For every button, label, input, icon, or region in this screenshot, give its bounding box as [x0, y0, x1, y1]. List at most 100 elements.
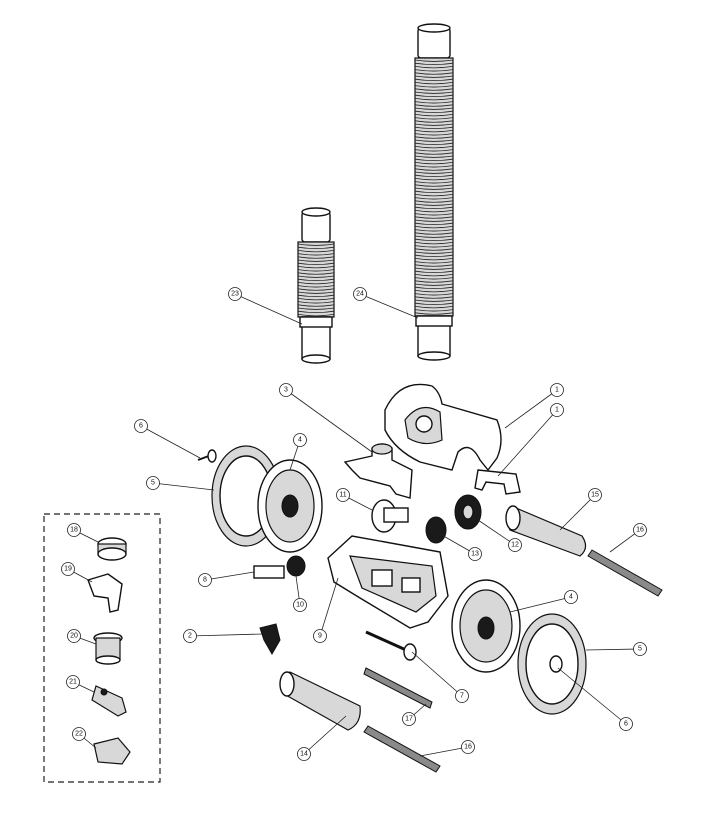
- axle-pin-left: [197, 449, 217, 463]
- callout-3: 3: [279, 383, 293, 397]
- hose-rib: [414, 152, 454, 155]
- callout-number: 19: [64, 566, 72, 573]
- callout-circle: [508, 538, 522, 552]
- wheel-right: [517, 613, 587, 715]
- hose-rib: [297, 278, 335, 282]
- hose-rib: [297, 250, 335, 253]
- callout-4: 4: [564, 590, 578, 604]
- callout-circle: [72, 727, 86, 741]
- hose-rib: [414, 299, 454, 302]
- hose-rib: [414, 264, 454, 267]
- hose-rib: [414, 267, 454, 270]
- callout-circle: [228, 287, 242, 301]
- leader-line-1: [504, 389, 558, 429]
- hose-rib: [297, 259, 335, 262]
- callout-4: 4: [293, 433, 307, 447]
- main-body: [327, 535, 449, 629]
- callout-number: 4: [569, 594, 573, 601]
- hose-rib: [414, 197, 454, 200]
- hose-rib: [414, 213, 454, 216]
- hose-rib: [297, 256, 335, 259]
- hose-rib: [414, 168, 454, 171]
- hose-rib: [414, 174, 454, 178]
- callout-2: 2: [183, 629, 197, 643]
- callout-number: 21: [69, 679, 77, 686]
- hose-rib: [414, 117, 454, 120]
- callout-number: 9: [318, 633, 322, 640]
- leader-line-4: [509, 596, 572, 613]
- hose-rib: [297, 275, 335, 278]
- callout-16: 16: [633, 523, 647, 537]
- hose-rib: [414, 226, 454, 229]
- callout-circle: [293, 433, 307, 447]
- hose-rib: [414, 136, 454, 139]
- callout-21: 21: [66, 675, 80, 689]
- accessory-20: [93, 632, 123, 665]
- hose-rib: [297, 266, 335, 269]
- hose-rib: [414, 206, 454, 210]
- hose-rib: [414, 181, 454, 184]
- hose-rib: [414, 171, 454, 174]
- callout-number: 1: [555, 387, 559, 394]
- callout-circle: [461, 740, 475, 754]
- callout-circle: [183, 629, 197, 643]
- callout-number: 4: [298, 437, 302, 444]
- hose-rib: [414, 133, 454, 136]
- callout-circle: [402, 712, 416, 726]
- hose-rib: [414, 203, 454, 206]
- callout-20: 20: [67, 629, 81, 643]
- hose-rib: [414, 283, 454, 286]
- track-strip-right: [587, 549, 663, 597]
- callout-12: 12: [508, 538, 522, 552]
- callout-5: 5: [633, 642, 647, 656]
- callout-circle: [313, 629, 327, 643]
- accessory-box: [43, 513, 161, 783]
- callout-15: 15: [588, 488, 602, 502]
- side-bracket: [259, 623, 281, 656]
- hose-rib: [414, 306, 454, 309]
- hose-rib: [414, 210, 454, 213]
- hose-rib: [414, 98, 454, 101]
- hose-rib: [414, 75, 454, 78]
- callout-circle: [134, 419, 148, 433]
- callout-number: 24: [356, 291, 364, 298]
- hose-rib: [414, 165, 454, 168]
- leader-line-5: [585, 648, 641, 651]
- leader-line-15: [559, 494, 596, 531]
- callout-circle: [66, 675, 80, 689]
- callout-number: 7: [460, 693, 464, 700]
- hose-rib: [297, 291, 335, 294]
- hose-rib: [414, 229, 454, 232]
- hose-rib: [414, 123, 454, 126]
- callout-number: 12: [511, 542, 519, 549]
- hose-rib: [297, 310, 335, 314]
- hose-rib: [414, 219, 454, 222]
- hose-rib: [297, 243, 335, 246]
- hose-rib: [414, 200, 454, 203]
- accessory-22: [93, 737, 131, 765]
- hub-left: [257, 459, 323, 553]
- callout-14: 14: [297, 747, 311, 761]
- hose-rib: [297, 314, 335, 317]
- hose-rib: [414, 261, 454, 264]
- hose-rib: [414, 296, 454, 299]
- hose-rib: [414, 142, 454, 146]
- drive-gear-assembly: [253, 555, 306, 579]
- hose-rib: [414, 187, 454, 190]
- hose-rib: [297, 307, 335, 310]
- leader-line-3: [285, 389, 373, 453]
- cover-clip: [474, 469, 521, 495]
- hose-rib: [297, 285, 335, 288]
- callout-8: 8: [198, 573, 212, 587]
- hose-rib: [297, 246, 335, 250]
- callout-16: 16: [461, 740, 475, 754]
- leader-line-2: [189, 633, 263, 637]
- callout-number: 8: [203, 577, 207, 584]
- hose-rib: [414, 270, 454, 274]
- callout-circle: [619, 717, 633, 731]
- leader-line-24: [359, 293, 419, 319]
- hose-rib: [414, 91, 454, 94]
- leader-line-7: [411, 651, 463, 697]
- drive-ring: [371, 499, 409, 533]
- leader-line-5: [152, 482, 215, 491]
